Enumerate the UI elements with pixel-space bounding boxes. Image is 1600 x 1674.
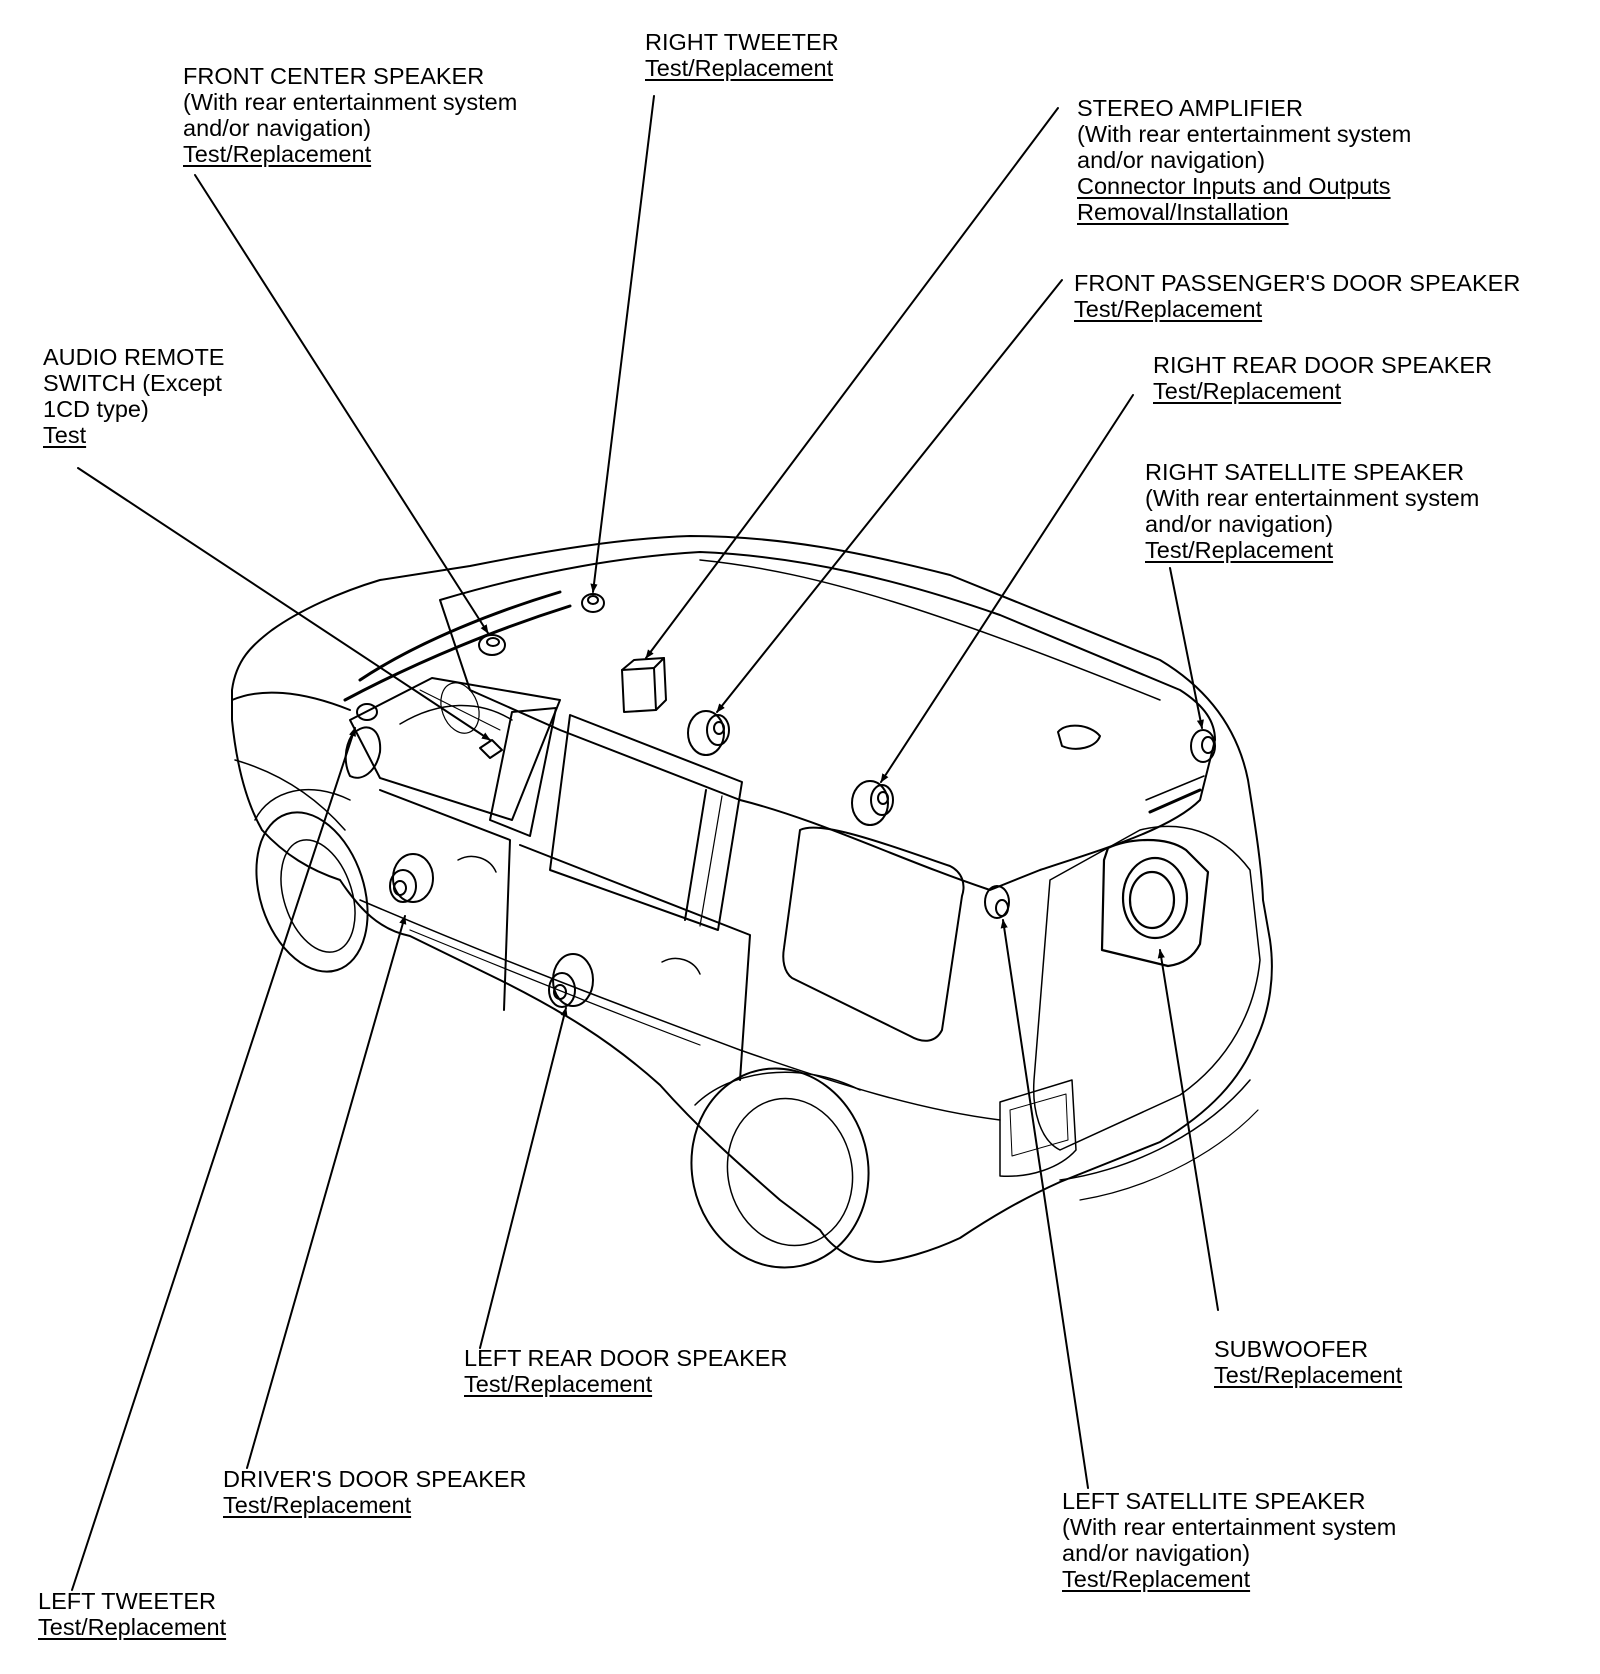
leader-front-passenger — [716, 279, 1063, 713]
left-satellite-speaker-test-replacement-link[interactable]: Test/Replacement — [1062, 1566, 1251, 1592]
right-satellite-speaker-note: and/or navigation) — [1145, 511, 1334, 537]
callout-left-satellite-speaker: LEFT SATELLITE SPEAKER (With rear entert… — [1062, 1488, 1396, 1592]
callout-right-rear-door-speaker: RIGHT REAR DOOR SPEAKER Test/Replacement — [1153, 352, 1492, 404]
leader-right-satellite — [1169, 567, 1204, 729]
leader-left-satellite — [1000, 919, 1089, 1489]
left-satellite-speaker-part — [984, 885, 1010, 919]
stereo-amplifier-note: and/or navigation) — [1077, 147, 1266, 173]
leader-lines — [71, 95, 1219, 1591]
front-center-speaker-note: (With rear entertainment system — [183, 89, 518, 115]
left-satellite-speaker-note: (With rear entertainment system — [1062, 1514, 1397, 1540]
subwoofer-test-replacement-link[interactable]: Test/Replacement — [1214, 1362, 1403, 1388]
callout-subwoofer: SUBWOOFER Test/Replacement — [1214, 1336, 1402, 1388]
drivers-door-speaker-part — [389, 853, 434, 903]
leader-stereo-amplifier — [645, 107, 1059, 659]
front-passenger-door-speaker-title: FRONT PASSENGER'S DOOR SPEAKER — [1074, 270, 1521, 296]
front-center-speaker-test-replacement-link[interactable]: Test/Replacement — [183, 141, 372, 167]
callout-right-tweeter: RIGHT TWEETER Test/Replacement — [645, 29, 839, 81]
vehicle-body — [231, 535, 1273, 1269]
subwoofer-title: SUBWOOFER — [1214, 1336, 1369, 1362]
drivers-door-speaker-title: DRIVER'S DOOR SPEAKER — [223, 1466, 527, 1492]
stereo-amplifier-note: (With rear entertainment system — [1077, 121, 1412, 147]
right-satellite-speaker-test-replacement-link[interactable]: Test/Replacement — [1145, 537, 1334, 563]
callout-right-satellite-speaker: RIGHT SATELLITE SPEAKER (With rear enter… — [1145, 459, 1479, 563]
left-tweeter-title: LEFT TWEETER — [38, 1588, 217, 1614]
audio-remote-switch-note: SWITCH (Except — [43, 370, 222, 396]
callout-front-center-speaker: FRONT CENTER SPEAKER (With rear entertai… — [183, 63, 517, 167]
stereo-amplifier-title: STEREO AMPLIFIER — [1077, 95, 1303, 121]
front-center-speaker-title: FRONT CENTER SPEAKER — [183, 63, 485, 89]
right-rear-door-speaker-title: RIGHT REAR DOOR SPEAKER — [1153, 352, 1493, 378]
leader-left-tweeter — [71, 727, 356, 1591]
callout-front-passenger-door-speaker: FRONT PASSENGER'S DOOR SPEAKER Test/Repl… — [1074, 270, 1520, 322]
leader-left-rear-door — [479, 1007, 568, 1349]
audio-remote-switch-title: AUDIO REMOTE — [43, 344, 225, 370]
stereo-amplifier-connector-link[interactable]: Connector Inputs and Outputs — [1077, 173, 1391, 199]
left-rear-door-speaker-part — [548, 953, 594, 1008]
callout-audio-remote-switch: AUDIO REMOTE SWITCH (Except 1CD type) Te… — [43, 344, 224, 448]
leader-right-rear-door — [880, 394, 1134, 783]
front-passenger-door-speaker-part — [687, 710, 730, 756]
callout-left-rear-door-speaker: LEFT REAR DOOR SPEAKER Test/Replacement — [464, 1345, 787, 1397]
leader-audio-remote — [77, 467, 491, 741]
leader-right-tweeter — [590, 95, 655, 593]
right-rear-door-speaker-test-replacement-link[interactable]: Test/Replacement — [1153, 378, 1342, 404]
leader-front-center — [194, 174, 489, 634]
right-tweeter-title: RIGHT TWEETER — [645, 29, 839, 55]
left-satellite-speaker-title: LEFT SATELLITE SPEAKER — [1062, 1488, 1366, 1514]
callout-stereo-amplifier: STEREO AMPLIFIER (With rear entertainmen… — [1077, 95, 1411, 225]
audio-remote-switch-note: 1CD type) — [43, 396, 149, 422]
stereo-amplifier-removal-link[interactable]: Removal/Installation — [1077, 199, 1289, 225]
front-passenger-door-speaker-test-replacement-link[interactable]: Test/Replacement — [1074, 296, 1263, 322]
right-tweeter-test-replacement-link[interactable]: Test/Replacement — [645, 55, 834, 81]
leader-subwoofer — [1157, 949, 1219, 1311]
stereo-amplifier-part — [621, 657, 667, 713]
left-rear-door-speaker-title: LEFT REAR DOOR SPEAKER — [464, 1345, 788, 1371]
subwoofer-part — [1100, 838, 1210, 968]
left-tweeter-test-replacement-link[interactable]: Test/Replacement — [38, 1614, 227, 1640]
right-satellite-speaker-title: RIGHT SATELLITE SPEAKER — [1145, 459, 1465, 485]
audio-remote-switch-test-link[interactable]: Test — [43, 422, 87, 448]
right-satellite-speaker-note: (With rear entertainment system — [1145, 485, 1480, 511]
right-tweeter-part — [581, 593, 605, 613]
leader-drivers-door — [246, 915, 407, 1469]
callout-left-tweeter: LEFT TWEETER Test/Replacement — [38, 1588, 226, 1640]
callout-drivers-door-speaker: DRIVER'S DOOR SPEAKER Test/Replacement — [223, 1466, 527, 1518]
drivers-door-speaker-test-replacement-link[interactable]: Test/Replacement — [223, 1492, 412, 1518]
right-rear-door-speaker-part — [851, 780, 894, 826]
left-satellite-speaker-note: and/or navigation) — [1062, 1540, 1251, 1566]
front-center-speaker-part — [478, 634, 506, 656]
right-satellite-speaker-part — [1190, 729, 1216, 763]
audio-remote-switch-part — [479, 739, 503, 759]
front-center-speaker-note: and/or navigation) — [183, 115, 372, 141]
left-rear-door-speaker-test-replacement-link[interactable]: Test/Replacement — [464, 1371, 653, 1397]
